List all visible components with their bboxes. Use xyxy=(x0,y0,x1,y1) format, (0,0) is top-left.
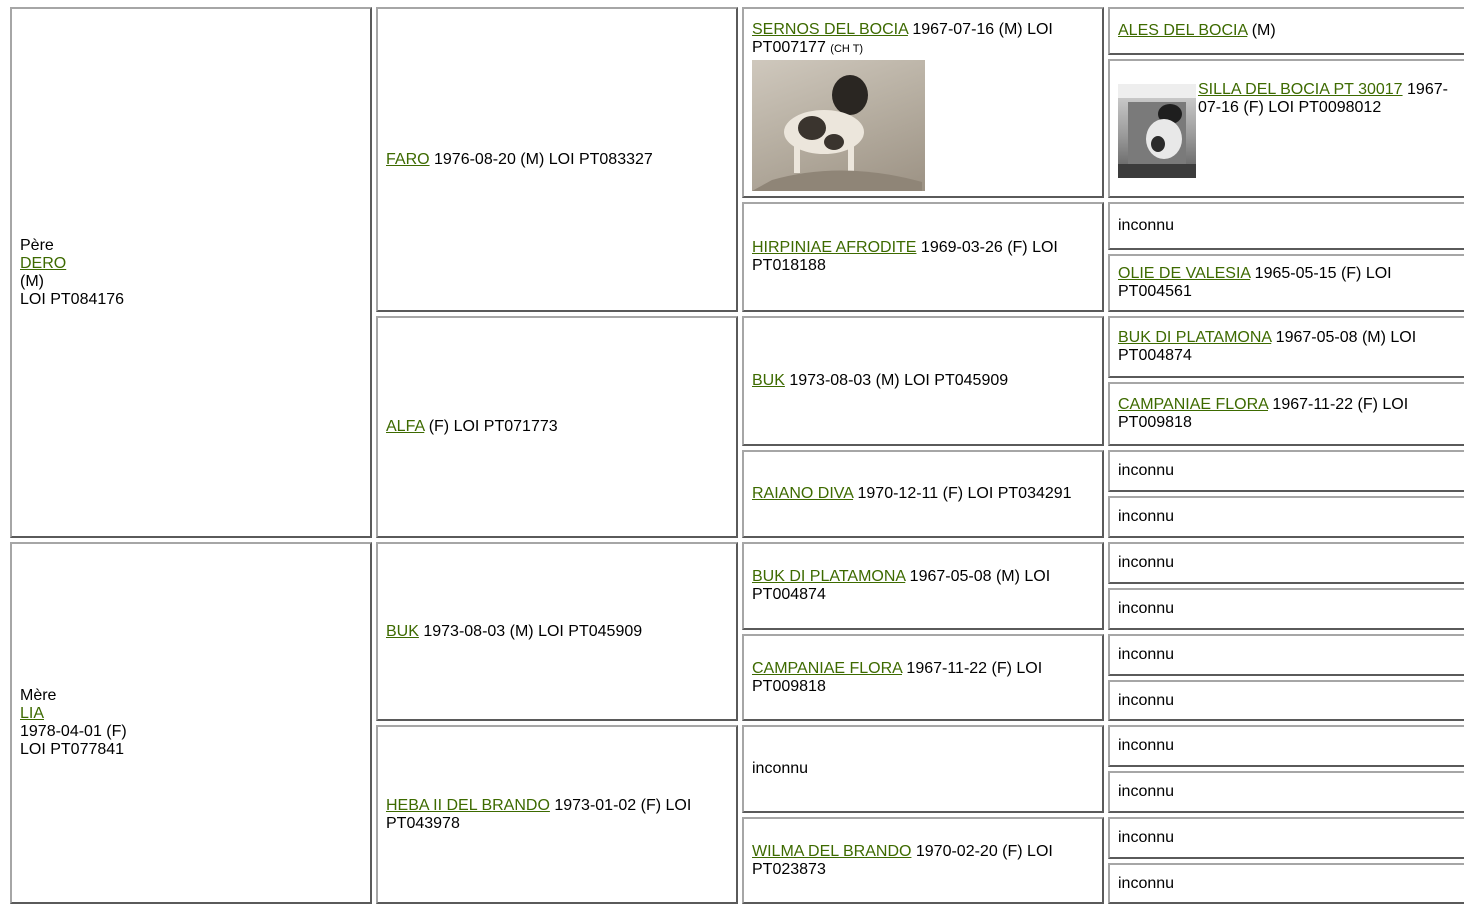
silla-details: 1967-07-16 (F) LOI PT0098012 xyxy=(1198,81,1448,116)
gen4-unknown-cell-6: inconnu xyxy=(1108,634,1464,676)
dam-birth-sex: 1978-04-01 (F) xyxy=(20,723,127,740)
gen3-sernos-cell: SERNOS DEL BOCIA 1967-07-16 (M) LOI PT00… xyxy=(742,7,1104,198)
gen3-wilma-cell: WILMA DEL BRANDO 1970-02-20 (F) LOI PT02… xyxy=(742,817,1104,904)
buk-details: 1973-08-03 (M) LOI PT045909 xyxy=(418,622,643,640)
gen4-campaniae-cell: CAMPANIAE FLORA 1967-11-22 (F) LOI PT009… xyxy=(1108,382,1464,446)
dam-role-label: Mère xyxy=(20,687,57,704)
wilma-link[interactable]: WILMA DEL BRANDO xyxy=(752,842,912,860)
unknown-text: inconnu xyxy=(752,760,809,777)
unknown-text: inconnu xyxy=(1118,874,1175,892)
gen2-faro-cell: FARO 1976-08-20 (M) LOI PT083327 xyxy=(376,7,738,312)
ales-link[interactable]: ALES DEL BOCIA xyxy=(1118,22,1248,39)
unknown-text: inconnu xyxy=(1118,691,1175,709)
unknown-text: inconnu xyxy=(1118,737,1175,754)
gen4-unknown-cell-3: inconnu xyxy=(1108,496,1464,538)
gen3-buk-platamona-details: 1967-05-08 (M) LOI PT004874 xyxy=(752,568,1051,603)
gen3-buk-platamona-link[interactable]: BUK DI PLATAMONA xyxy=(752,568,906,585)
gen3-buk-cell: BUK 1973-08-03 (M) LOI PT045909 xyxy=(742,316,1104,446)
unknown-text: inconnu xyxy=(1118,217,1175,234)
alfa-link[interactable]: ALFA xyxy=(386,418,425,435)
sernos-details: 1967-07-16 (M) LOI PT007177 xyxy=(752,21,1053,56)
gen4-unknown-cell-2: inconnu xyxy=(1108,450,1464,492)
sire-name-link[interactable]: DERO xyxy=(20,254,67,272)
gen4-unknown-cell-11: inconnu xyxy=(1108,863,1464,904)
dam-registration: LOI PT077841 xyxy=(20,741,125,758)
gen4-unknown-cell-8: inconnu xyxy=(1108,725,1464,767)
sernos-title: (CH T) xyxy=(830,43,864,55)
sire-registration: LOI PT084176 xyxy=(20,290,125,308)
faro-link[interactable]: FARO xyxy=(386,150,430,168)
raiano-link[interactable]: RAIANO DIVA xyxy=(752,485,854,502)
silla-link[interactable]: SILLA DEL BOCIA PT 30017 xyxy=(1198,81,1403,98)
olie-details: 1965-05-15 (F) LOI PT004561 xyxy=(1118,265,1392,300)
gen4-campaniae-details: 1967-11-22 (F) LOI PT009818 xyxy=(1118,396,1409,431)
gen4-buk-platamona-link[interactable]: BUK DI PLATAMONA xyxy=(1118,329,1272,346)
gen2-buk-cell: BUK 1973-08-03 (M) LOI PT045909 xyxy=(376,542,738,721)
gen4-unknown-cell-9: inconnu xyxy=(1108,771,1464,813)
gen2-alfa-cell: ALFA (F) LOI PT071773 xyxy=(376,316,738,538)
unknown-text: inconnu xyxy=(1118,508,1175,525)
raiano-details: 1970-12-11 (F) LOI PT034291 xyxy=(853,485,1072,502)
unknown-text: inconnu xyxy=(1118,554,1175,571)
wilma-details: 1970-02-20 (F) LOI PT023873 xyxy=(752,842,1053,878)
heba-details: 1973-01-02 (F) LOI PT043978 xyxy=(386,796,692,832)
heba-link[interactable]: HEBA II DEL BRANDO xyxy=(386,796,550,814)
gen4-unknown-cell-7: inconnu xyxy=(1108,680,1464,721)
faro-details: 1976-08-20 (M) LOI PT083327 xyxy=(429,150,653,168)
sernos-photo[interactable] xyxy=(752,60,925,191)
hirpiniae-link[interactable]: HIRPINIAE AFRODITE xyxy=(752,239,917,256)
ales-details: (M) xyxy=(1247,22,1276,39)
gen3-buk-link[interactable]: BUK xyxy=(752,372,785,389)
gen3-campaniae-cell: CAMPANIAE FLORA 1967-11-22 (F) LOI PT009… xyxy=(742,634,1104,721)
gen4-unknown-cell-5: inconnu xyxy=(1108,588,1464,630)
sernos-link[interactable]: SERNOS DEL BOCIA xyxy=(752,21,908,38)
gen3-unknown-cell: inconnu xyxy=(742,725,1104,813)
gen4-unknown-cell-4: inconnu xyxy=(1108,542,1464,584)
gen3-campaniae-details: 1967-11-22 (F) LOI PT009818 xyxy=(752,659,1043,695)
gen3-buk-platamona-cell: BUK DI PLATAMONA 1967-05-08 (M) LOI PT00… xyxy=(742,542,1104,630)
sire-sex: (M) xyxy=(20,272,44,290)
gen4-unknown-cell-10: inconnu xyxy=(1108,817,1464,859)
buk-link[interactable]: BUK xyxy=(386,622,419,640)
unknown-text: inconnu xyxy=(1118,646,1175,663)
hirpiniae-details: 1969-03-26 (F) LOI PT018188 xyxy=(752,239,1058,274)
unknown-text: inconnu xyxy=(1118,600,1175,617)
olie-link[interactable]: OLIE DE VALESIA xyxy=(1118,265,1251,282)
gen3-buk-details: 1973-08-03 (M) LOI PT045909 xyxy=(784,372,1009,389)
sire-role-label: Père xyxy=(20,236,54,254)
gen4-ales-cell: ALES DEL BOCIA (M) xyxy=(1108,7,1464,55)
gen3-raiano-cell: RAIANO DIVA 1970-12-11 (F) LOI PT034291 xyxy=(742,450,1104,538)
alfa-details: (F) LOI PT071773 xyxy=(424,418,558,435)
gen4-olie-cell: OLIE DE VALESIA 1965-05-15 (F) LOI PT004… xyxy=(1108,254,1464,312)
gen4-campaniae-link[interactable]: CAMPANIAE FLORA xyxy=(1118,396,1268,413)
gen4-silla-cell: SILLA DEL BOCIA PT 30017 1967-07-16 (F) … xyxy=(1108,59,1464,198)
dam-cell: Mère LIA 1978-04-01 (F) LOI PT077841 xyxy=(10,542,372,904)
gen4-buk-platamona-details: 1967-05-08 (M) LOI PT004874 xyxy=(1118,329,1417,364)
unknown-text: inconnu xyxy=(1118,783,1175,800)
gen4-unknown-cell-1: inconnu xyxy=(1108,202,1464,250)
gen4-buk-platamona-cell: BUK DI PLATAMONA 1967-05-08 (M) LOI PT00… xyxy=(1108,316,1464,378)
dam-name-link[interactable]: LIA xyxy=(20,705,45,722)
sire-cell: Père DERO (M) LOI PT084176 xyxy=(10,7,372,538)
gen3-campaniae-link[interactable]: CAMPANIAE FLORA xyxy=(752,659,902,677)
gen3-hirpiniae-cell: HIRPINIAE AFRODITE 1969-03-26 (F) LOI PT… xyxy=(742,202,1104,312)
gen2-heba-cell: HEBA II DEL BRANDO 1973-01-02 (F) LOI PT… xyxy=(376,725,738,904)
unknown-text: inconnu xyxy=(1118,462,1175,479)
silla-photo[interactable] xyxy=(1118,84,1196,178)
unknown-text: inconnu xyxy=(1118,829,1175,846)
